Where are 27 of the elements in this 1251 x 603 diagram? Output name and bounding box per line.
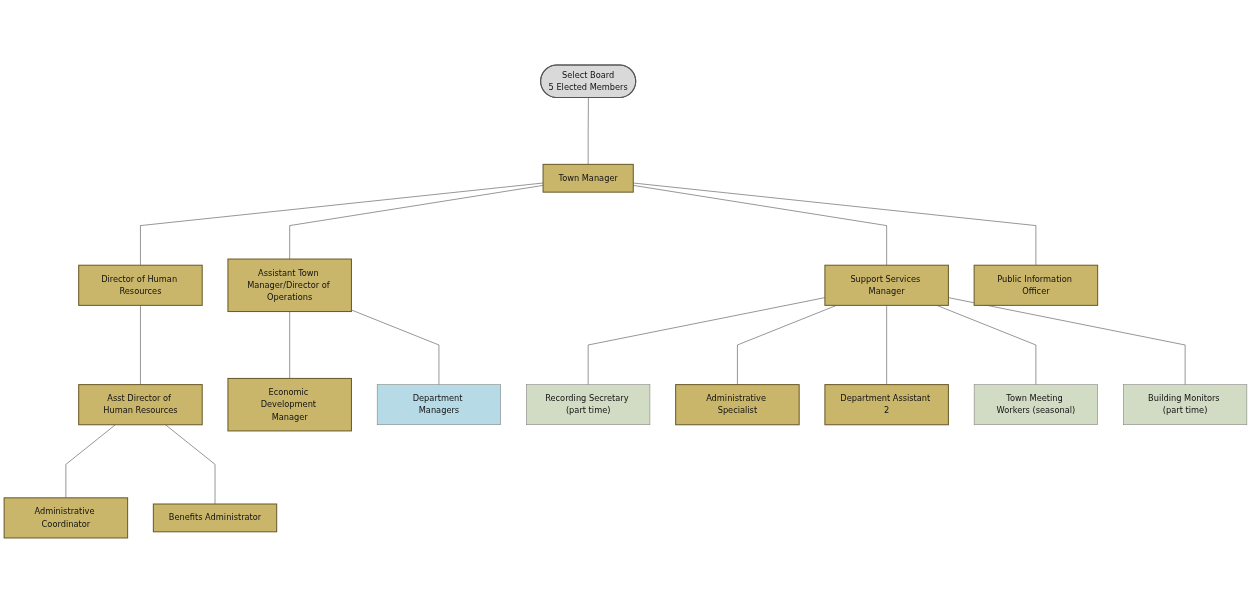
node-box: Asst Director of Human Resources (78, 384, 203, 426)
connector (140, 305, 141, 385)
connector (289, 311, 290, 379)
node-box: Assistant Town Manager/Director of Operations (227, 258, 352, 313)
connector (65, 424, 116, 499)
connector (289, 185, 544, 260)
node-box: Department Managers (376, 384, 501, 425)
connector (948, 297, 1186, 385)
connector (587, 97, 589, 165)
node-box: Building Monitors (part time) (1123, 384, 1248, 425)
node-box: Administrative Specialist (675, 384, 800, 426)
connector (633, 182, 1037, 266)
connector (165, 424, 216, 505)
node-box: Support Services Manager (824, 264, 949, 306)
node-box: Recording Secretary (part time) (526, 384, 651, 425)
connector (351, 309, 440, 385)
node-box: Public Information Officer (973, 264, 1099, 306)
node-box: Town Meeting Workers (seasonal) (973, 384, 1098, 425)
node-box: Benefits Administrator (152, 503, 278, 533)
connector (886, 305, 887, 385)
node-box: Department Assistant 2 (824, 384, 949, 426)
node-box: Town Manager (542, 163, 634, 193)
connector (140, 182, 544, 266)
connector (633, 185, 887, 266)
node-box: Director of Human Resources (78, 264, 203, 306)
node-box: Administrative Coordinator (3, 497, 129, 539)
node-box: Economic Development Manager (227, 377, 352, 432)
